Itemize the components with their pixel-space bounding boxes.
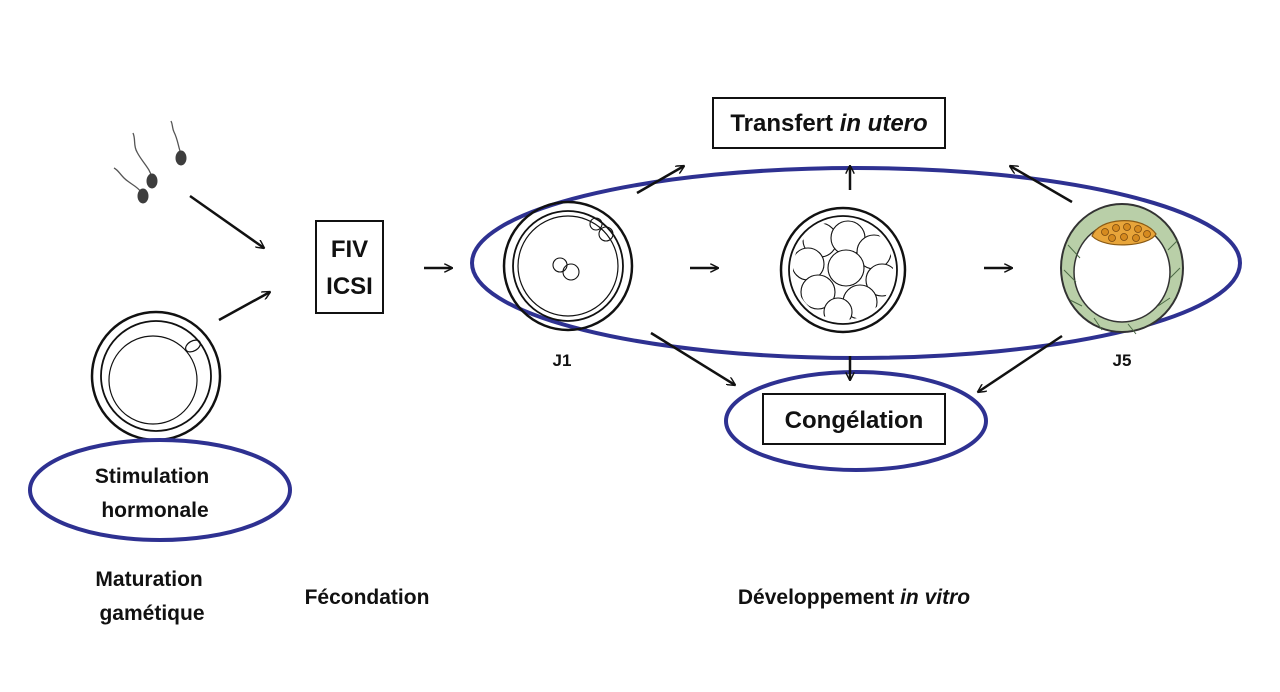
fiv-label: FIV xyxy=(331,236,368,263)
transfert-label: Transfert in utero xyxy=(730,110,927,137)
arrow-j1-to-congelation xyxy=(650,331,735,385)
arrow-j5-to-transfert xyxy=(1010,166,1073,204)
sperm-icon xyxy=(170,120,187,166)
arrow-j5-to-congelation xyxy=(978,334,1063,392)
blastocyst-icon xyxy=(1060,203,1184,335)
morula-icon xyxy=(779,206,907,334)
congelation-ellipse xyxy=(724,370,988,472)
developpement-label: Développement in vitro xyxy=(738,586,970,609)
stimulation-ellipse xyxy=(28,438,292,542)
oocyte-icon xyxy=(90,310,222,442)
icsi-label: ICSI xyxy=(326,273,373,300)
stimulation-label: Stimulation hormonale xyxy=(95,465,215,522)
sperm-icon xyxy=(113,167,149,204)
fiv-icsi-box xyxy=(315,220,384,314)
transfert-box xyxy=(712,97,946,149)
maturation-label: Maturation gamétique xyxy=(95,568,208,625)
congelation-label: Congélation xyxy=(785,407,924,434)
arrow-j1-to-transfert xyxy=(636,166,684,195)
sperm-icon xyxy=(132,132,158,189)
fecondation-label: Fécondation xyxy=(305,586,430,609)
sperm-cells-icon xyxy=(113,120,187,204)
zygote-icon xyxy=(502,200,634,332)
congelation-box xyxy=(762,393,946,445)
arrow-sperm-to-fiv xyxy=(189,194,264,248)
development-ellipse xyxy=(470,166,1242,360)
arrow-oocyte-to-fiv xyxy=(218,292,270,322)
j1-label: J1 xyxy=(553,351,572,370)
j5-label: J5 xyxy=(1113,351,1132,370)
